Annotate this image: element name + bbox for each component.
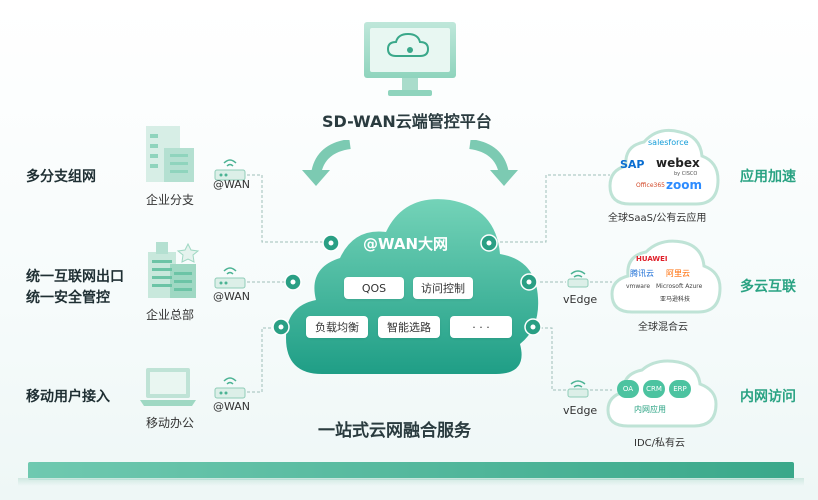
router-label-branch: @WAN (213, 178, 251, 191)
intranet-apps-label: 内网应用 (634, 405, 666, 414)
vedge-router-icon (567, 380, 589, 398)
label-intranet-access: 内网访问 (740, 389, 796, 405)
pill-crm: CRM (643, 380, 665, 398)
vedge-label-multi: vEdge (563, 293, 598, 306)
logo-webex: webex (656, 156, 700, 170)
label-branch-networking: 多分支组网 (26, 169, 96, 185)
monitor-icon (364, 22, 456, 96)
saas-cloud-shape (608, 128, 720, 206)
service-smart-routing: 智能选路 (378, 316, 440, 338)
site-branch-label: 企业分支 (146, 193, 195, 207)
service-more: · · · (450, 316, 512, 338)
router-icon (214, 159, 246, 181)
label-multicloud-interconnect: 多云互联 (740, 279, 796, 295)
logo-huawei: HUAWEI (636, 255, 668, 263)
node-icon (284, 273, 302, 291)
logo-zoom: zoom (666, 178, 702, 192)
site-mobile-label: 移动办公 (146, 416, 195, 430)
saas-caption: 全球SaaS/公有云应用 (608, 213, 707, 224)
logo-aliyun: 阿里云 (666, 269, 690, 278)
node-icon (520, 273, 538, 291)
pill-erp: ERP (669, 380, 691, 398)
label-unified-security: 统一安全管控 (26, 290, 110, 306)
footer-bar (28, 462, 794, 480)
multi-cloud-shape (610, 239, 722, 314)
footer-bar-shadow (18, 478, 804, 486)
service-load-balancing: 负载均衡 (306, 316, 368, 338)
logo-vmware: vmware (626, 283, 651, 290)
logo-azure: Microsoft Azure (656, 283, 703, 290)
branch-building-icon (146, 126, 194, 182)
laptop-icon (140, 368, 196, 406)
idc-caption: IDC/私有云 (634, 438, 686, 449)
service-qos: QOS (344, 277, 404, 299)
logo-tencent-cloud: 腾讯云 (630, 269, 654, 278)
site-hq-label: 企业总部 (146, 308, 195, 322)
logo-cisco: by CISCO (674, 171, 698, 177)
logo-office365: Office365 (636, 182, 665, 189)
label-mobile-access: 移动用户接入 (26, 389, 110, 405)
node-icon (272, 318, 290, 336)
node-icon (480, 234, 498, 252)
pill-oa: OA (617, 380, 639, 398)
label-app-acceleration: 应用加速 (740, 169, 796, 185)
service-slogan: 一站式云网融合服务 (318, 421, 471, 441)
wan-cloud-title: @WAN大网 (363, 235, 449, 253)
sync-arrows (302, 140, 518, 186)
node-icon (524, 318, 542, 336)
platform-title: SD-WAN云端管控平台 (322, 112, 492, 131)
router-label-hq: @WAN (213, 290, 251, 303)
router-icon (214, 377, 246, 399)
label-unified-egress: 统一互联网出口 (26, 269, 124, 285)
router-label-mobile: @WAN (213, 400, 251, 413)
logo-salesforce: salesforce (648, 138, 689, 147)
vedge-label-idc: vEdge (563, 404, 598, 417)
router-icon (214, 267, 246, 289)
vedge-router-icon (567, 270, 589, 288)
node-icon (322, 234, 340, 252)
multi-cloud-caption: 全球混合云 (638, 322, 688, 333)
service-access-control: 访问控制 (413, 277, 473, 299)
hq-building-icon (148, 242, 200, 298)
logo-aws: 亚马逊科技 (660, 296, 691, 303)
logo-sap: SAP (620, 158, 645, 171)
